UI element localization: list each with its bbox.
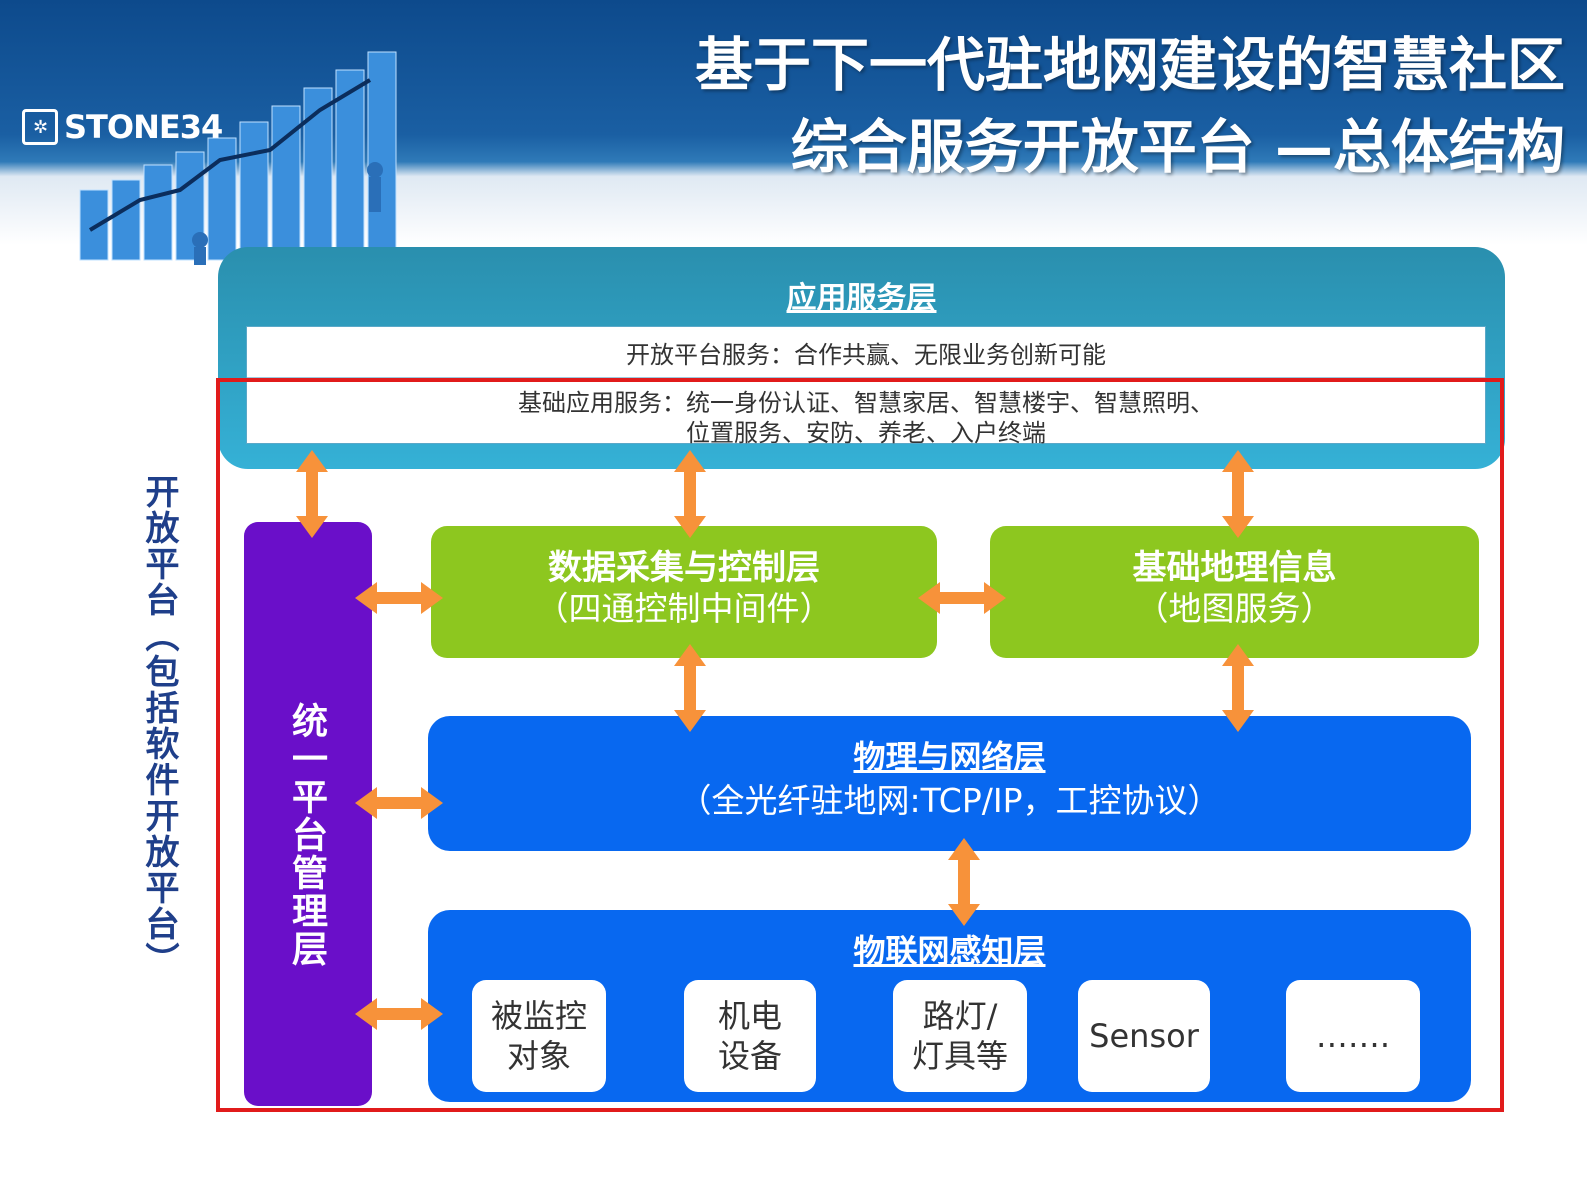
physical-layer-title: 物理与网络层 (853, 738, 1046, 776)
unified-platform-management-layer: 统一平台管理层 (244, 522, 372, 1106)
application-services-box: 开放平台服务：合作共赢、无限业务创新可能 基础应用服务：统一身份认证、智慧家居、… (246, 326, 1486, 447)
open-platform-frame (216, 378, 1504, 1112)
data-collection-control-layer: 数据采集与控制层 （四通控制中间件） (431, 526, 937, 658)
page-title-line-1: 基于下一代驻地网建设的智慧社区 (694, 31, 1565, 99)
physical-layer-subtitle: （全光纤驻地网:TCP/IP，工控协议） (678, 781, 1221, 820)
growth-bars-illustration (79, 51, 397, 265)
device-label: Sensor (1089, 1017, 1199, 1055)
device-more: ……. (1286, 980, 1420, 1092)
application-layer-title: 应用服务层 (786, 281, 937, 316)
geo-layer-title: 基础地理信息 (1132, 548, 1337, 588)
iot-layer-title: 物联网感知层 (853, 932, 1046, 970)
stone-logo: ✲ STONE34 (22, 108, 223, 146)
basic-services-text-line-2: 位置服务、安防、养老、入户终端 (686, 419, 1046, 447)
page-title-line-2: 综合服务开放平台 —总体结构 (790, 113, 1565, 181)
device-electromechanical: 机电 设备 (684, 980, 816, 1092)
device-sensor: Sensor (1078, 980, 1210, 1092)
basic-services-text-line-1: 基础应用服务：统一身份认证、智慧家居、智慧楼宇、智慧照明、 (518, 389, 1214, 417)
services-divider (247, 377, 1485, 378)
open-platform-services-text: 开放平台服务：合作共赢、无限业务创新可能 (626, 341, 1106, 369)
device-street-lights: 路灯/ 灯具等 (893, 980, 1027, 1092)
device-label: 路灯/ 灯具等 (911, 997, 1008, 1075)
device-label: 机电 设备 (717, 997, 782, 1075)
physical-network-layer: 物理与网络层 （全光纤驻地网:TCP/IP，工控协议） (428, 716, 1471, 851)
logo-text: STONE34 (64, 108, 223, 146)
geo-layer-subtitle: （地图服务） (1135, 589, 1334, 628)
device-label: ……. (1315, 1017, 1391, 1055)
iot-sensing-layer: 物联网感知层 被监控 对象 机电 设备 路灯/ 灯具等 Sensor ……. (428, 910, 1471, 1102)
management-layer-label: 统一平台管理层 (286, 702, 327, 968)
logo-mark-icon: ✲ (22, 109, 58, 145)
device-monitored-object: 被监控 对象 (472, 980, 606, 1092)
device-label: 被监控 对象 (490, 997, 587, 1075)
data-layer-title: 数据采集与控制层 (548, 548, 820, 588)
data-layer-subtitle: （四通控制中间件） (535, 589, 833, 628)
geographic-info-layer: 基础地理信息 （地图服务） (990, 526, 1479, 658)
open-platform-label: 开放平台（包括软件开放平台） (139, 474, 179, 978)
